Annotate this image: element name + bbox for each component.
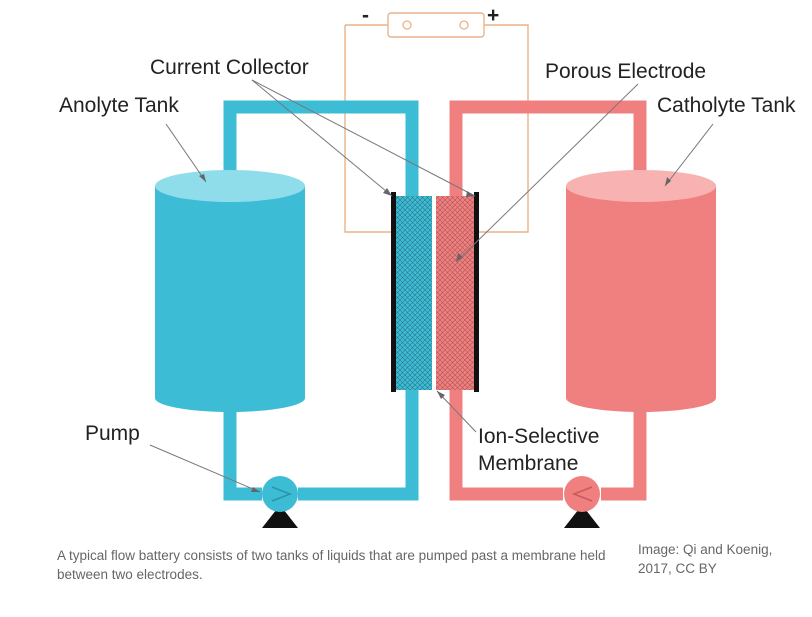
membrane-label-line2: Membrane [478, 452, 578, 475]
pump-stand-icon [262, 505, 298, 528]
minus-terminal-label: - [362, 4, 369, 27]
image-credit: Image: Qi and Koenig, 2017, CC BY [638, 542, 773, 576]
anolyte-pump [262, 476, 298, 528]
leader-lines [149, 79, 714, 493]
membrane-label-line1: Ion-Selective [478, 425, 599, 448]
catholyte-pump [564, 476, 600, 528]
porous-electrode-label: Porous Electrode [545, 60, 706, 83]
external-circuit: - + [344, 4, 529, 233]
catholyte-tank-label: Catholyte Tank [657, 94, 796, 117]
pump-icon [564, 476, 600, 512]
figure-caption: A typical flow battery consists of two t… [57, 548, 606, 582]
anolyte-tank [155, 170, 305, 412]
anode-current-collector [391, 192, 396, 392]
anolyte-tank-label: Anolyte Tank [59, 94, 179, 117]
pump-icon [262, 476, 298, 512]
load-icon [387, 12, 485, 38]
leader-arrowheads [199, 174, 671, 492]
current-collector-label: Current Collector [150, 56, 309, 79]
cathode-current-collector [474, 192, 479, 392]
plus-terminal-label: + [487, 4, 499, 27]
catholyte-tank [566, 170, 716, 412]
cell-stack [391, 192, 479, 392]
pump-label: Pump [85, 422, 140, 445]
pump-stand-icon [564, 505, 600, 528]
